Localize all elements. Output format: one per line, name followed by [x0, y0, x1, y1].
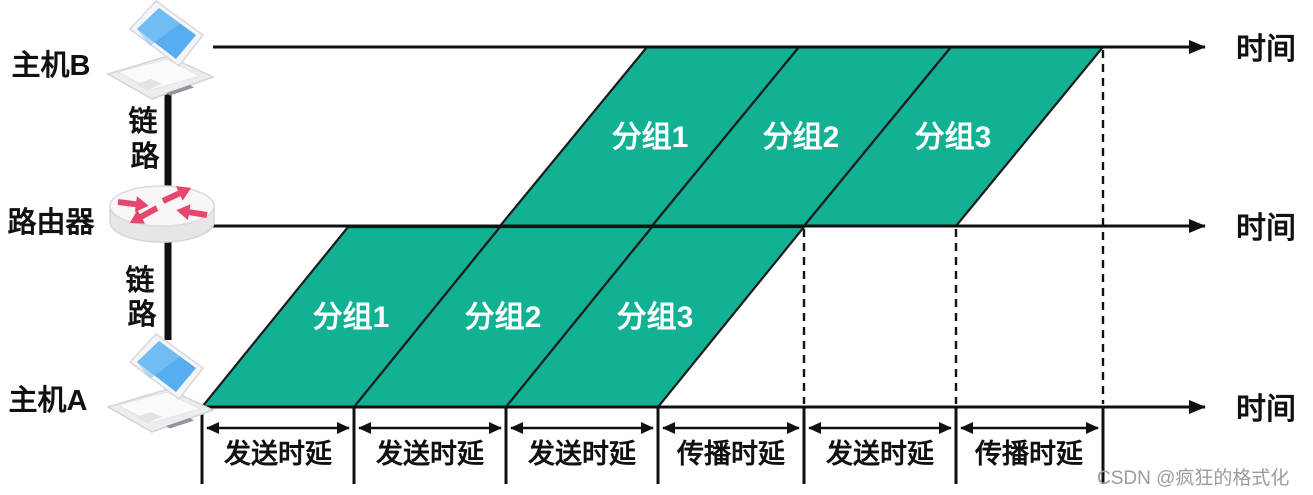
host-b-label: 主机B [12, 49, 91, 82]
packet-3-lower-label: 分组3 [617, 300, 694, 334]
packet-2-upper-label: 分组2 [763, 120, 840, 154]
packet-1-upper-label: 分组1 [612, 120, 689, 154]
watermark-text: CSDN @疯狂的格式化 [1097, 467, 1289, 489]
delay-label-3: 发送时延 [527, 438, 637, 469]
delay-label-5: 发送时延 [825, 438, 935, 469]
time-label-host-a: 时间 [1236, 393, 1296, 426]
link-lower-label-char1: 链 [125, 263, 154, 297]
delay-label-4: 传播时延 [676, 439, 786, 469]
packet-1-lower-label: 分组1 [313, 300, 390, 334]
link-upper-label-char1: 链 [128, 104, 157, 138]
packet-2-lower-label: 分组2 [465, 300, 542, 334]
laptop-icon [107, 333, 214, 433]
time-label-host-b: 时间 [1236, 33, 1296, 66]
link-upper-label-char2: 路 [130, 140, 160, 173]
delay-ticks [200, 407, 1105, 484]
router-icon [109, 179, 215, 243]
delay-label-6: 传播时延 [974, 439, 1084, 469]
packet-3-upper-label: 分组3 [915, 120, 992, 154]
time-label-router: 时间 [1236, 212, 1296, 245]
host-a-label: 主机A [9, 384, 88, 417]
delay-label-1: 发送时延 [223, 438, 333, 469]
router-label: 路由器 [7, 206, 95, 239]
delay-label-2: 发送时延 [375, 438, 485, 469]
laptop-icon [107, 0, 214, 100]
link-lower-label-char2: 路 [127, 298, 157, 331]
